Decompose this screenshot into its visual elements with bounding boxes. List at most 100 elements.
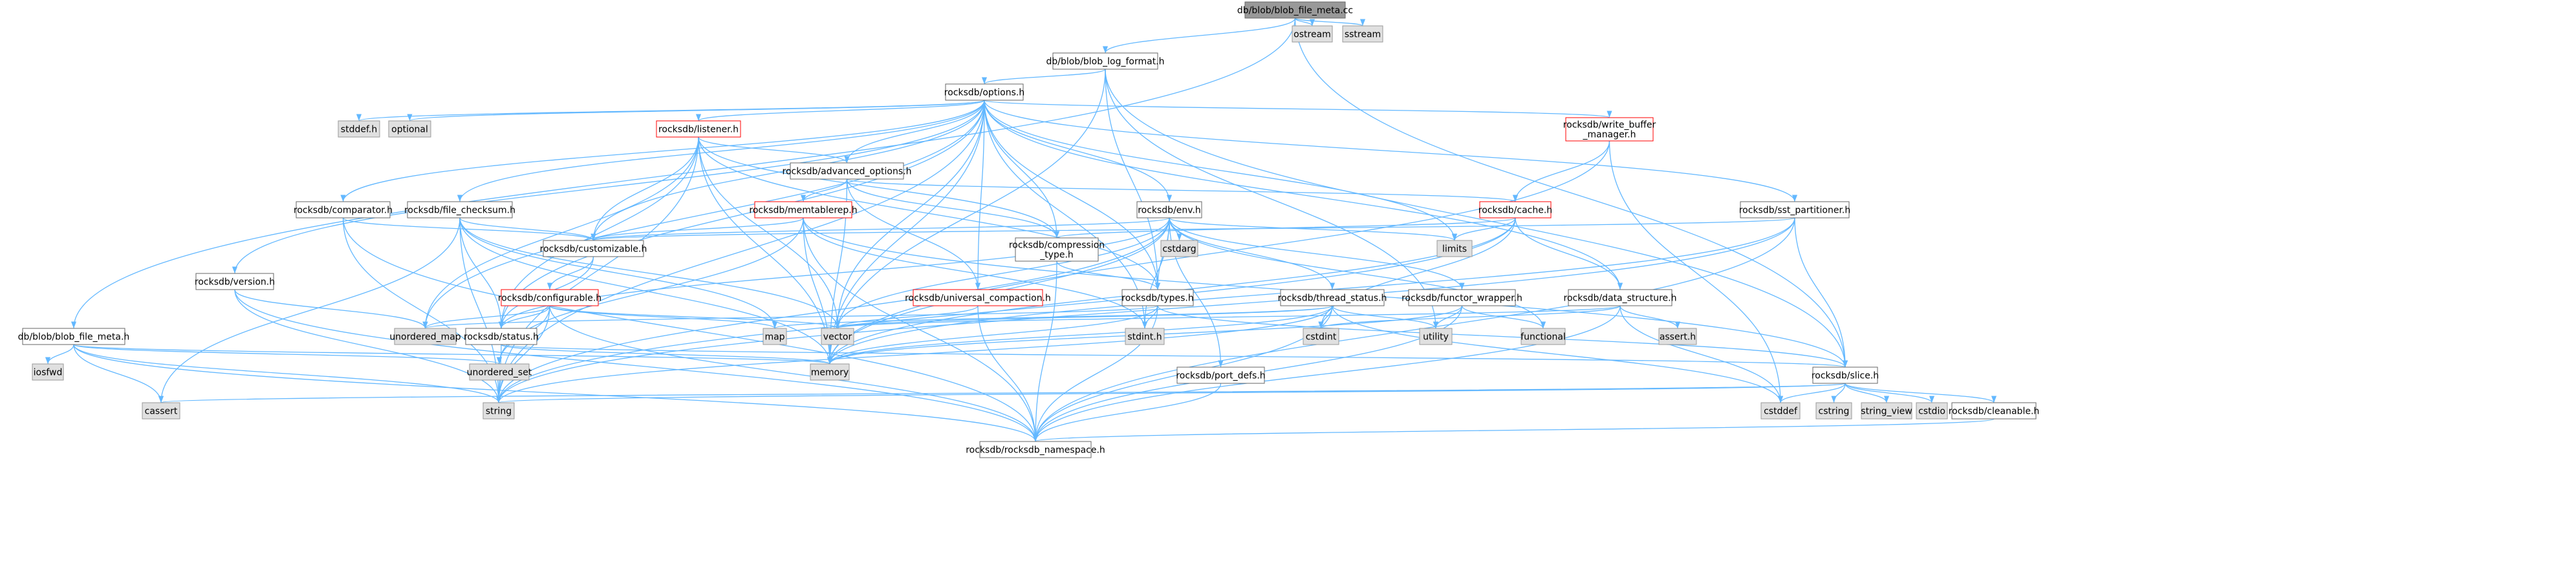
edge-universal_compaction-to-vector	[835, 305, 979, 329]
edge-compression_type-to-rocksdb_namespace	[1032, 261, 1057, 442]
node-label: string	[486, 407, 512, 417]
node-label: rocksdb/thread_status.h	[1278, 293, 1387, 304]
edge-comparator-to-customizable	[342, 217, 596, 241]
node-configurable[interactable]: rocksdb/configurable.hrocksdb/configurab…	[498, 289, 601, 306]
node-unordered-set: unordered_setunordered_set	[467, 363, 532, 381]
node-iosfwd: iosfwdiosfwd	[32, 363, 64, 381]
node-limits: limitslimits	[1436, 240, 1473, 257]
edge-options-to-data_structure	[984, 100, 1623, 290]
node-box	[1015, 237, 1099, 262]
node-universal-compaction[interactable]: rocksdb/universal_compaction.hrocksdb/un…	[905, 289, 1051, 306]
node-box	[1479, 201, 1552, 218]
node-customizable[interactable]: rocksdb/customizable.hrocksdb/customizab…	[540, 240, 647, 257]
node-label: stdint.h	[1127, 332, 1162, 343]
node-label: cstdarg	[1162, 244, 1196, 255]
edge-thread_status-to-vector	[835, 305, 1333, 329]
edge-data_structure-to-rocksdb_namespace	[1032, 305, 1621, 442]
edge-line	[1451, 217, 1516, 241]
edge-line	[1103, 17, 1296, 54]
edge-line	[1831, 383, 1846, 403]
edge-line	[1318, 305, 1621, 329]
node-sst-partitioner[interactable]: rocksdb/sst_partitioner.hrocksdb/sst_par…	[1739, 201, 1851, 218]
node-compression-type[interactable]: rocksdb/compression_type.hrocksdb/compre…	[1009, 237, 1105, 262]
node-box	[763, 328, 787, 345]
edge-advanced_options-to-memtablerep	[800, 178, 848, 202]
node-box	[790, 162, 904, 180]
edge-version-to-unordered_map	[234, 289, 428, 329]
edge-env-to-string	[495, 217, 1170, 403]
edge-line	[1845, 383, 1890, 403]
edge-line	[407, 100, 985, 122]
edge-options-to-comparator	[340, 100, 985, 202]
node-assert-h: assert.hassert.h	[1658, 328, 1697, 345]
node-label: rocksdb/sst_partitioner.h	[1739, 206, 1851, 216]
edge-options-to-version	[232, 100, 985, 274]
edge-data_structure-to-cstddef	[1619, 305, 1784, 403]
node-blob-log-format[interactable]: db/blob/blob_log_format.hdb/blob/blob_lo…	[1046, 52, 1165, 70]
node-rocksdb-namespace[interactable]: rocksdb/rocksdb_namespace.hrocksdb/rocks…	[966, 441, 1105, 458]
node-functor-wrapper[interactable]: rocksdb/functor_wrapper.hrocksdb/functor…	[1402, 289, 1522, 306]
node-memtablerep[interactable]: rocksdb/memtablerep.hrocksdb/memtablerep…	[749, 201, 858, 218]
edge-configurable-to-map	[549, 305, 777, 329]
edge-line	[73, 344, 164, 403]
edge-line	[984, 100, 1060, 239]
node-string-view: string_viewstring_view	[1861, 402, 1912, 420]
node-file-checksum[interactable]: rocksdb/file_checksum.hrocksdb/file_chec…	[404, 201, 515, 218]
node-root[interactable]: db/blob/blob_file_meta.ccdb/blob/blob_fi…	[1237, 1, 1353, 19]
edge-options-to-limits	[984, 100, 1458, 241]
node-label: _manager.h	[1583, 130, 1636, 140]
edge-version-to-rocksdb_namespace	[234, 289, 1038, 442]
edge-line	[549, 305, 777, 329]
edge-line	[1619, 305, 1681, 329]
edge-memtablerep-to-stdint_h	[803, 217, 1148, 329]
edge-line	[1845, 383, 1997, 403]
node-thread-status[interactable]: rocksdb/thread_status.hrocksdb/thread_st…	[1278, 289, 1387, 306]
node-data-structure[interactable]: rocksdb/data_structure.hrocksdb/data_str…	[1564, 289, 1677, 306]
edge-cleanable-to-rocksdb_namespace	[1033, 418, 1995, 442]
edge-listener-to-compression_type	[698, 136, 1060, 239]
edge-write_buffer_manager-to-cache	[1512, 140, 1610, 202]
edge-cache-to-string	[496, 217, 1516, 403]
node-box	[1136, 201, 1202, 218]
node-box	[1951, 402, 2037, 420]
edge-line	[698, 136, 841, 329]
node-blob-file-meta-h[interactable]: db/blob/blob_file_meta.hdb/blob/blob_fil…	[18, 328, 130, 345]
edge-line	[1032, 261, 1057, 442]
node-box	[1121, 289, 1194, 306]
edge-line	[834, 100, 985, 329]
edge-line	[459, 217, 504, 329]
edge-options-to-unordered_map	[422, 100, 985, 329]
edge-slice-to-string_view	[1845, 383, 1890, 403]
node-write-buffer-manager[interactable]: rocksdb/write_buffer_manager.hrocksdb/wr…	[1563, 117, 1656, 142]
edge-line	[1032, 305, 1621, 442]
edge-file_checksum-to-status	[459, 217, 504, 329]
edge-sst_partitioner-to-rocksdb_namespace	[1032, 217, 1795, 442]
edge-line	[1433, 305, 1463, 329]
node-box	[1160, 240, 1198, 257]
edge-line	[457, 100, 985, 202]
edge-blob_file_meta_h-to-rocksdb_namespace	[73, 344, 1038, 442]
edge-file_checksum-to-map	[459, 217, 778, 329]
edge-env-to-vector	[834, 217, 1170, 329]
edge-line	[1056, 261, 1161, 290]
edge-types-to-rocksdb_namespace	[1032, 305, 1158, 442]
node-advanced-options[interactable]: rocksdb/advanced_options.hrocksdb/advanc…	[783, 162, 912, 180]
node-box	[195, 273, 274, 290]
edge-line	[984, 100, 1612, 118]
node-box	[338, 120, 380, 138]
node-box	[1244, 1, 1346, 19]
edge-line	[1105, 69, 1848, 368]
node-box	[1565, 117, 1654, 142]
edge-options-to-vector	[834, 100, 985, 329]
